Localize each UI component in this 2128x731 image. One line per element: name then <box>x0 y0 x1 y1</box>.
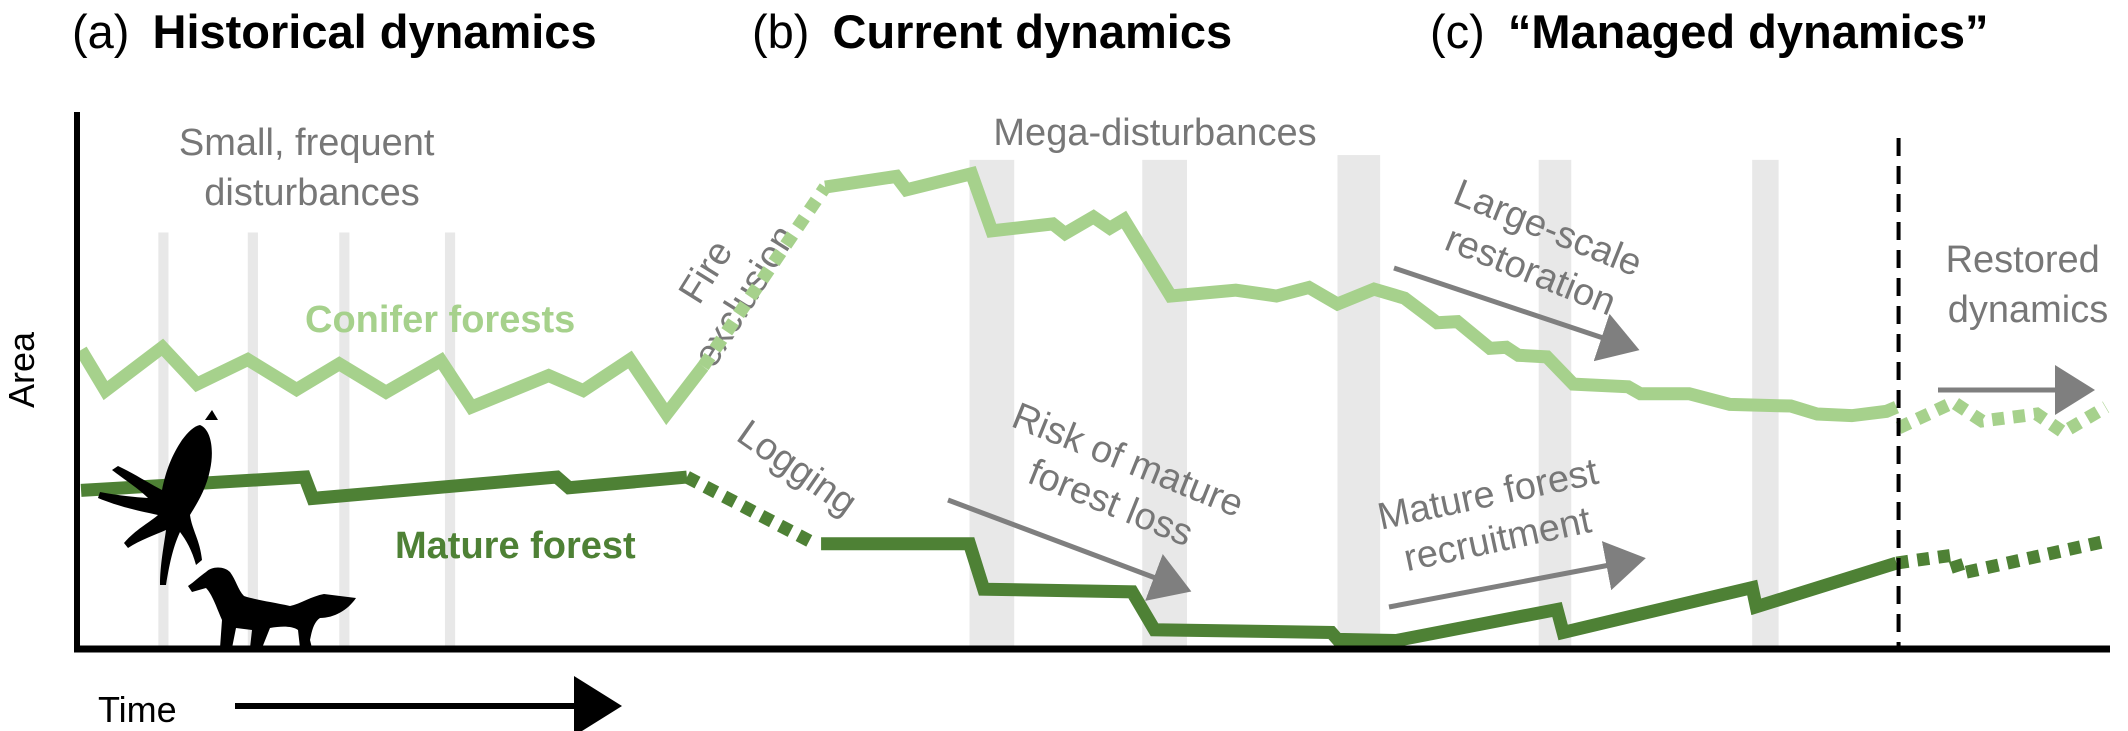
small-disturbance-band-0 <box>158 232 169 650</box>
panel-b-title: (b) Current dynamics <box>752 5 1232 58</box>
owl-silhouette-icon <box>98 410 218 585</box>
small-disturbances-line-1: Small, frequent <box>179 122 435 164</box>
restored-dynamics-line-2: dynamics <box>1948 289 2109 331</box>
panel-a-heading: Historical dynamics <box>153 5 597 58</box>
panel-a-letter: (a) <box>72 5 129 58</box>
conifer-forests-line-fire-exclusion <box>697 183 831 371</box>
small-disturbances-line-2: disturbances <box>204 172 419 214</box>
panel-a-title: (a) Historical dynamics <box>72 5 597 58</box>
panel-c-letter: (c) <box>1430 5 1485 58</box>
small-disturbance-band-1 <box>247 232 258 650</box>
fire-exclusion-label: Fire exclusion <box>671 218 805 375</box>
panel-b-letter: (b) <box>752 5 809 58</box>
panel-b-heading: Current dynamics <box>833 5 1233 58</box>
mature-forest-line-historical <box>80 470 688 506</box>
mature-forest-line-managed <box>1895 534 2108 582</box>
recruitment-arrow <box>1388 541 1646 610</box>
mega-disturbance-band-7 <box>1538 159 1572 649</box>
panel-c-title: (c) “Managed dynamics” <box>1430 5 1988 58</box>
risk-loss-label: Risk of mature forest loss <box>1006 395 1249 555</box>
conifer-forests-line-current <box>824 166 1900 423</box>
small-disturbance-band-3 <box>444 232 456 650</box>
small-disturbances-label: Small, frequent disturbances <box>179 122 445 214</box>
risk-loss-arrow <box>947 497 1192 601</box>
y-axis-label: Area <box>1 331 42 408</box>
conifer-forests-line-historical <box>75 338 709 426</box>
legend-conifer-forests: Conifer forests <box>305 299 575 341</box>
small-disturbance-band-2 <box>339 232 350 650</box>
mega-disturbance-band-6 <box>1337 155 1381 650</box>
conifer-forests-line-managed <box>1895 394 2110 440</box>
restored-dynamics-label: Restored dynamics <box>1946 239 2111 331</box>
mega-disturbances-label: Mega-disturbances <box>993 112 1316 154</box>
panel-c-heading: “Managed dynamics” <box>1508 5 1989 58</box>
mature-forest-line-logging <box>683 471 818 550</box>
restoration-arrow <box>1393 265 1640 362</box>
recruitment-label: Mature forest recruitment <box>1374 451 1602 580</box>
marten-silhouette-icon <box>188 567 356 648</box>
x-axis-label: Time <box>98 689 177 730</box>
mature-forest-line-current <box>821 537 1899 647</box>
series-lines <box>75 166 2110 647</box>
restored-dynamics-line-1: Restored <box>1946 239 2100 281</box>
legend-mature-forest: Mature forest <box>395 525 636 567</box>
